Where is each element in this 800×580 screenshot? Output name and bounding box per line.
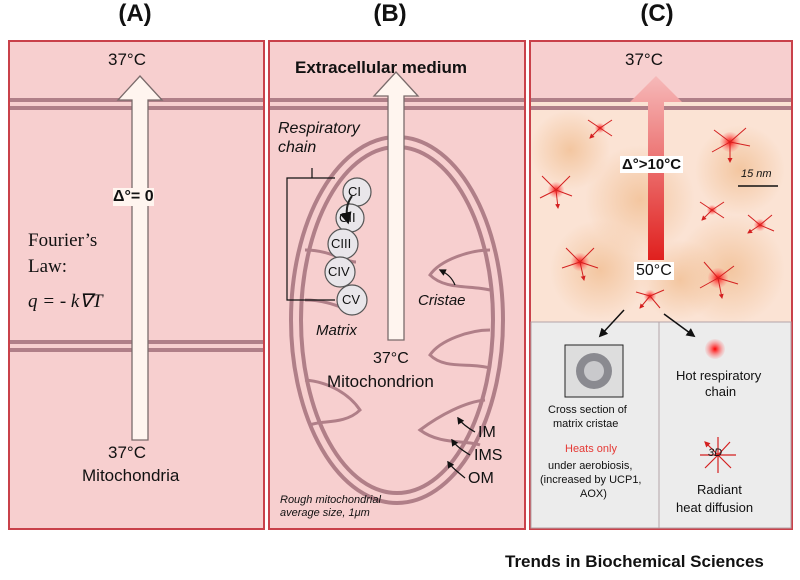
cross-section-line2: matrix cristae [553, 418, 619, 430]
panel-a-top-temp: 37°C [108, 50, 146, 69]
cross-section-line1: Cross section of [548, 404, 627, 416]
respiratory-chain-bracket [286, 168, 335, 301]
electron-flow-arrow [339, 195, 353, 225]
complex-cv: CV [342, 292, 361, 307]
hot-chain-line1: Hot respiratory [676, 368, 762, 383]
respiratory-chain-line1: Respiratory [278, 120, 360, 137]
membrane-ims: IMS [474, 447, 503, 464]
panel-b-heat-arrow [372, 71, 420, 341]
fourier-law-line1: Fourier’s [28, 230, 98, 251]
panel-c-subpanels [530, 309, 792, 529]
panel-a-label: (A) [118, 0, 152, 27]
hot-spots [539, 119, 775, 308]
complex-ci: CI [348, 184, 361, 199]
fourier-equation: q = - k∇T [28, 291, 103, 312]
radiant-line1: Radiant [697, 482, 742, 497]
label-pointers [438, 269, 476, 479]
extracellular-label: Extracellular medium [295, 58, 467, 77]
panel-b-label: (B) [373, 0, 407, 27]
membrane-om: OM [468, 470, 494, 487]
panel-b-temp: 37°C [373, 350, 409, 367]
membrane-im: IM [478, 424, 496, 441]
panel-a-heat-arrow [116, 75, 164, 441]
aerobiosis-line3: AOX) [580, 488, 607, 500]
panel-c-label: (C) [640, 0, 674, 27]
mitochondrion-label: Mitochondrion [327, 372, 434, 391]
fourier-law-line2: Law: [28, 256, 68, 277]
radiant-line2: heat diffusion [676, 500, 754, 515]
hot-chain-line2: chain [705, 384, 737, 399]
journal-footer: Trends in Biochemical Sciences [505, 552, 764, 571]
size-note-line1: Rough mitochondrial [280, 494, 381, 506]
three-d-label: 3D [708, 447, 723, 459]
aerobiosis-line2: (increased by UCP1, [540, 474, 642, 486]
radiant-3d-icon [700, 437, 736, 473]
panel-c-delta: Δ°>10°C [620, 156, 684, 173]
matrix-label: Matrix [316, 322, 357, 339]
heats-only-label: Heats only [565, 443, 617, 455]
respiratory-chain-line2: chain [278, 139, 317, 156]
aerobiosis-line1: under aerobiosis, [548, 460, 633, 472]
scale-label: 15 nm [741, 168, 772, 180]
panel-a-bottom-label: Mitochondria [82, 466, 180, 485]
panel-a-delta: Δ°= 0 [113, 188, 154, 206]
panel-c-hot-temp: 50°C [634, 262, 674, 280]
complex-civ: CIV [328, 264, 350, 279]
panel-c-top-temp: 37°C [625, 50, 663, 69]
panel-a-bottom-temp: 37°C [108, 443, 146, 462]
complex-ciii: CIII [331, 236, 352, 251]
size-note-line2: average size, 1μm [280, 507, 370, 519]
cristae-label: Cristae [418, 292, 466, 309]
complex-cii: CII [339, 210, 356, 225]
